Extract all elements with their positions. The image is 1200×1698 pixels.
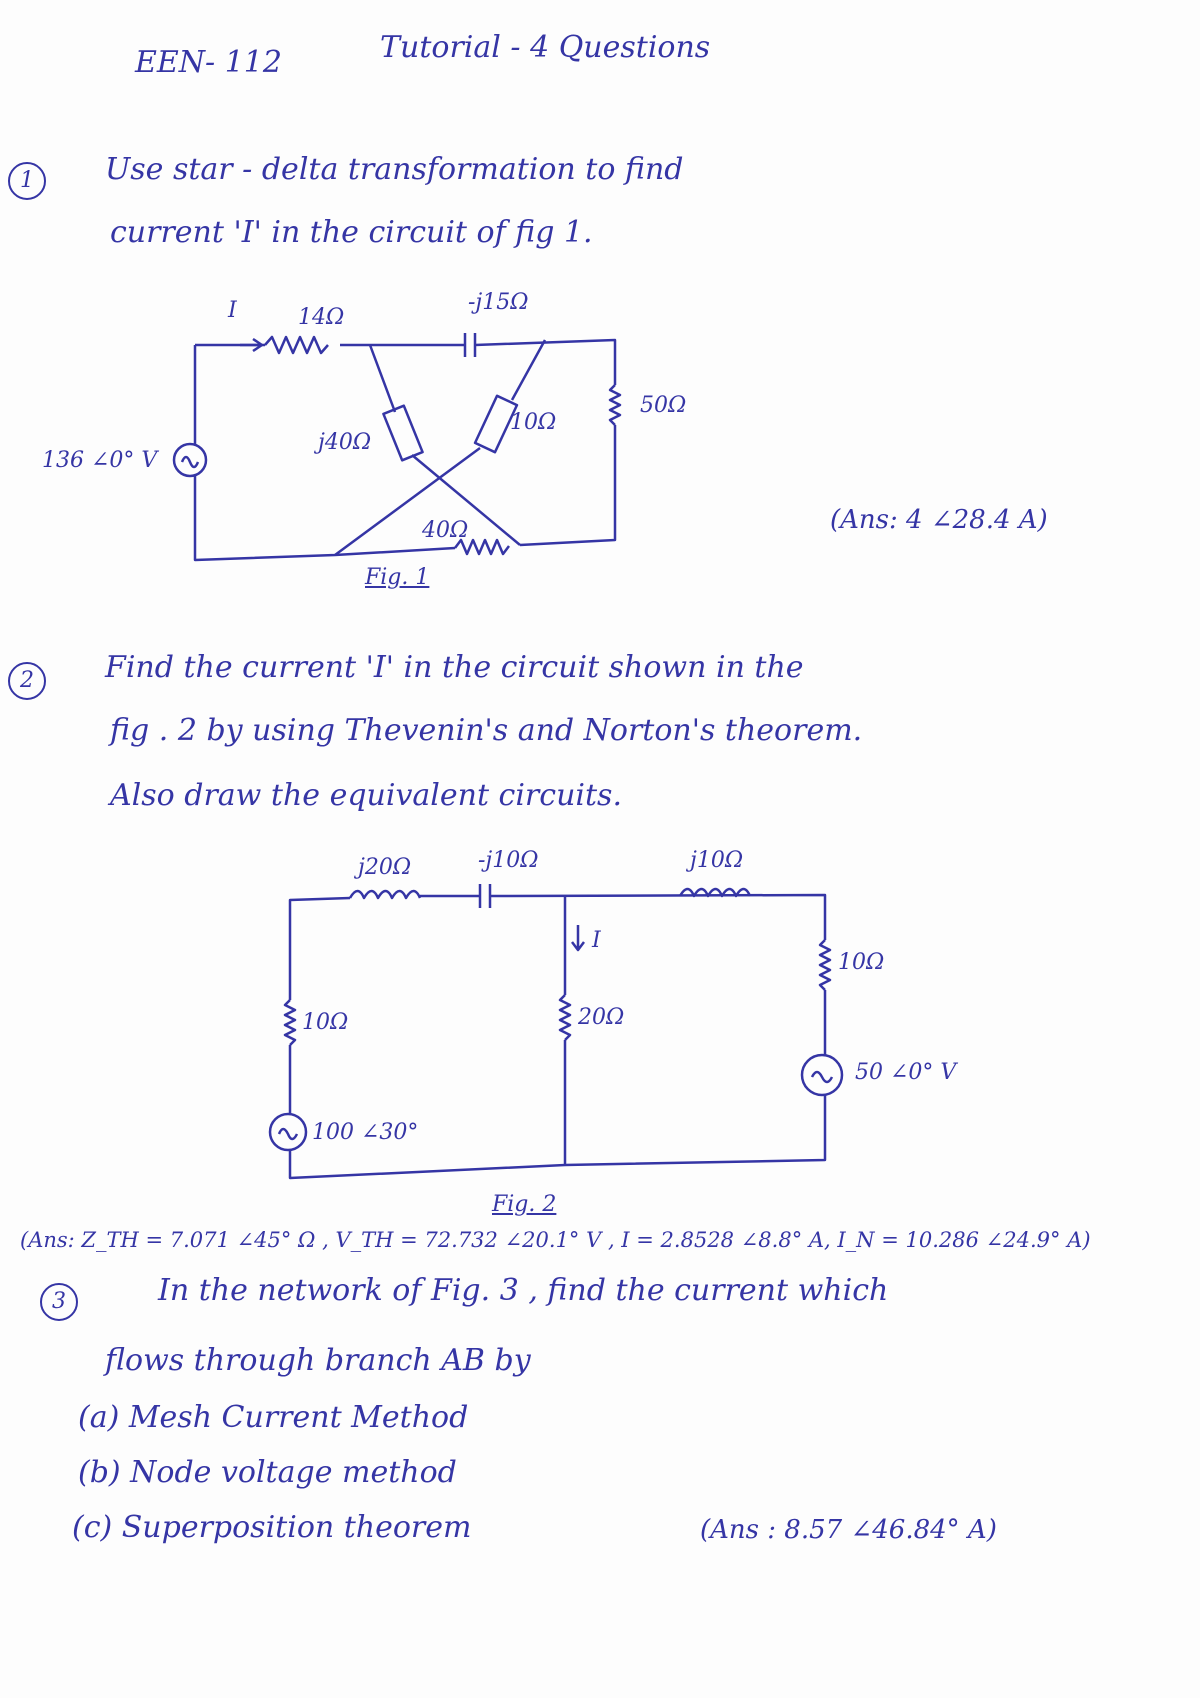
fig1-circuit (172, 333, 622, 562)
q1-text-line2: current 'I' in the circuit of fig 1. (110, 215, 593, 250)
fig2-r20-label: 20Ω (578, 1005, 625, 1030)
q2-text-line3: Also draw the equivalent circuits. (110, 778, 622, 813)
ac-source-136 (172, 442, 208, 478)
fig1-current-label: I (228, 298, 237, 323)
q2-text-line1: Find the current 'I' in the circuit show… (105, 650, 804, 685)
impedance-j40 (382, 404, 424, 462)
inductor-j20 (348, 889, 422, 900)
capacitor-j10 (478, 884, 492, 908)
q3-text-line1: In the network of Fig. 3 , find the curr… (158, 1273, 889, 1308)
fig2-source-right-label: 50 ∠0° V (855, 1060, 957, 1085)
fig1-r40-label: 40Ω (422, 518, 469, 543)
question-number-1: 1 (8, 162, 46, 200)
current-arrow-I (571, 925, 585, 952)
q3-option-c: (c) Superposition theorem (72, 1510, 472, 1545)
fig2-circuit (268, 884, 844, 1180)
resistor-20 (558, 994, 572, 1041)
fig1-arrow (240, 337, 264, 353)
course-code: EEN- 112 (135, 45, 282, 80)
question-number-2: 2 (8, 662, 46, 700)
q1-answer: (Ans: 4 ∠28.4 A) (830, 505, 1048, 535)
fig2-current-label: I (592, 928, 601, 953)
impedance-10 (473, 394, 519, 454)
q3-answer: (Ans : 8.57 ∠46.84° A) (700, 1515, 997, 1545)
resistor-14 (264, 335, 329, 355)
resistor-10-right (818, 939, 832, 991)
fig2-j20-label: j20Ω (358, 855, 412, 880)
fig1-r50-label: 50Ω (640, 393, 687, 418)
q3-option-b: (b) Node voltage method (78, 1455, 457, 1490)
resistor-40 (454, 538, 510, 556)
fig2-capj10-label: -j10Ω (478, 848, 539, 873)
fig2-source-left-label: 100 ∠30° (312, 1120, 419, 1145)
q1-text-line1: Use star - delta transformation to find (105, 152, 684, 187)
q2-text-line2: fig . 2 by using Thevenin's and Norton's… (110, 713, 863, 748)
q3-text-line2: flows through branch AB by (105, 1343, 531, 1378)
fig1-cap-label: -j15Ω (468, 290, 529, 315)
fig1-caption: Fig. 1 (365, 565, 430, 590)
resistor-10-left (283, 999, 297, 1046)
fig2-r10-left-label: 10Ω (302, 1010, 349, 1035)
q2-answer: (Ans: Z_TH = 7.071 ∠45° Ω , V_TH = 72.73… (20, 1228, 1091, 1252)
fig2-j10-label: j10Ω (690, 848, 744, 873)
question-number-3: 3 (40, 1283, 78, 1321)
fig1-j40-label: j40Ω (318, 430, 372, 455)
fig1-r10-label: 10Ω (510, 410, 557, 435)
inductor-j10 (678, 887, 752, 898)
q3-option-a: (a) Mesh Current Method (78, 1400, 469, 1435)
ac-source-50 (800, 1053, 844, 1097)
ac-source-100 (268, 1112, 308, 1152)
fig1-r14-label: 14Ω (298, 305, 345, 330)
fig1-source-label: 136 ∠0° V (42, 448, 158, 473)
fig2-caption: Fig. 2 (492, 1192, 557, 1217)
resistor-50 (608, 384, 622, 426)
capacitor-j15 (463, 333, 477, 357)
page-title: Tutorial - 4 Questions (380, 30, 711, 65)
fig2-r10-right-label: 10Ω (838, 950, 885, 975)
